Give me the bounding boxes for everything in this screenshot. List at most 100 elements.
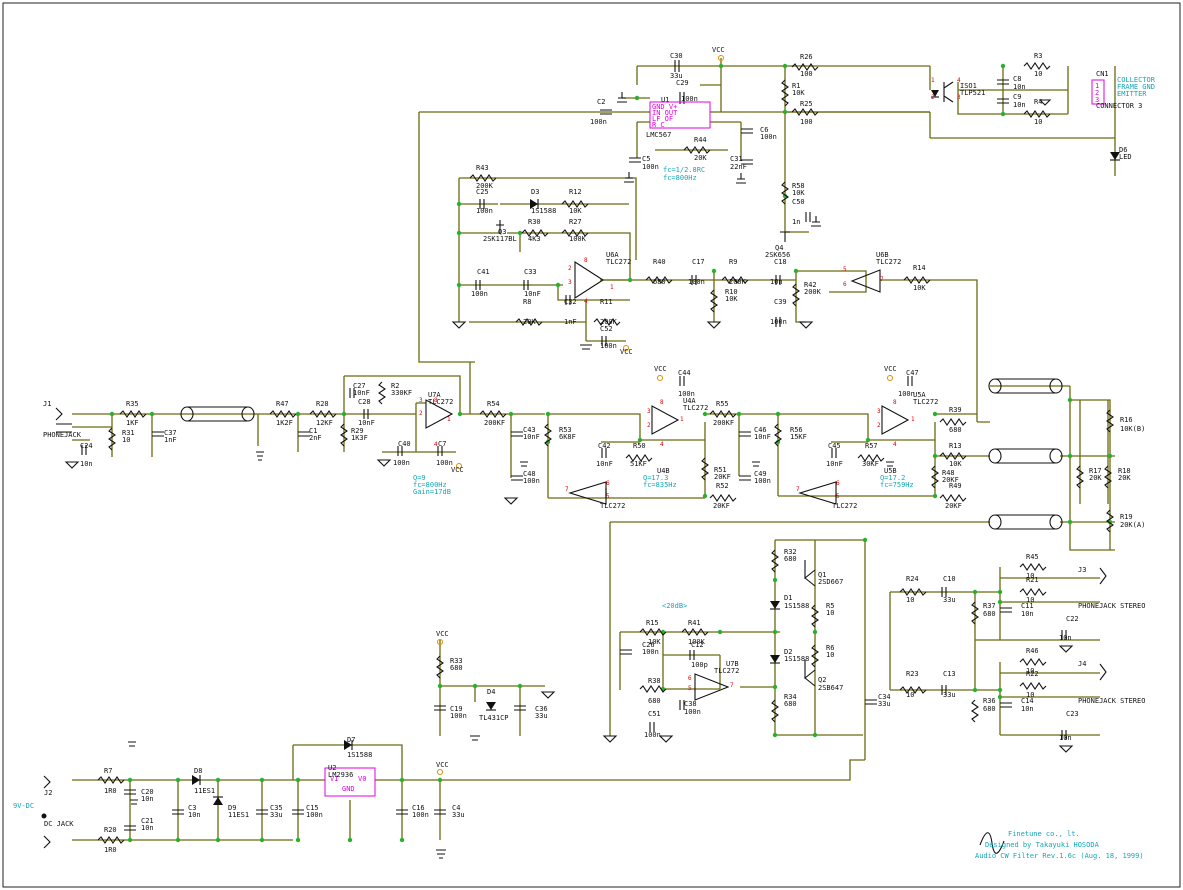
- label-C20v: 10n: [141, 795, 154, 803]
- label-C7v: 100n: [436, 459, 453, 467]
- label-C15: C15: [306, 804, 319, 812]
- label-R3: R3: [1034, 52, 1042, 60]
- label-C19v: 100n: [450, 712, 467, 720]
- shielded-cables: [180, 378, 1063, 530]
- label-C32: C32: [564, 298, 577, 306]
- label-D8v: 11ES1: [194, 787, 215, 795]
- label-C29v: 100n: [681, 95, 698, 103]
- u2-pin-vi: VI: [330, 775, 338, 783]
- label-R45v: 10: [1026, 572, 1034, 580]
- label-R42v: 200K: [804, 288, 822, 296]
- label-R20: R20: [104, 826, 117, 834]
- label-Q4: Q4: [775, 244, 783, 252]
- label-U4A: U4A: [683, 397, 696, 405]
- label-R46: R46: [1026, 647, 1039, 655]
- label-R2: R2: [391, 382, 399, 390]
- label-R51v: 20KF: [714, 473, 731, 481]
- label-R32: R32: [784, 548, 797, 556]
- label-R6v: 10: [826, 651, 834, 659]
- label-U1v: LMC567: [646, 131, 671, 139]
- label-R35: R35: [126, 400, 139, 408]
- u2-pin-gnd: GND: [342, 785, 355, 793]
- label-R22v: 10: [1026, 691, 1034, 699]
- label-R14v: 10K: [913, 284, 926, 292]
- label-C14v: 10n: [1021, 705, 1034, 713]
- label-R36: R36: [983, 697, 996, 705]
- label-R46v: 10: [1026, 667, 1034, 675]
- label-C39v: 100n: [770, 318, 787, 326]
- label-C23: C23: [1066, 710, 1079, 718]
- label-C52v: 100n: [600, 342, 617, 350]
- label-R56v: 15KF: [790, 433, 807, 441]
- label-ISO1v: TLP521: [960, 89, 985, 97]
- label-C48: C48: [523, 470, 536, 478]
- label-D6: D6: [1119, 146, 1127, 154]
- label-CN1: CN1: [1096, 70, 1109, 78]
- label-R51: R51: [714, 466, 727, 474]
- label-fc1: fc=1/2.8RC: [663, 166, 705, 174]
- label-pin1c: 1: [447, 416, 451, 423]
- label-pin5e: 5: [606, 493, 610, 500]
- label-D2: D2: [784, 648, 792, 656]
- label-J3v: PHONEJACK STEREO: [1078, 602, 1145, 610]
- label-pin4i: 4: [957, 77, 961, 84]
- label-VCC6: VCC: [436, 630, 449, 638]
- u1-chip-rows: GND V+ IN OUT LF OF R C: [652, 103, 678, 129]
- label-C42: C42: [598, 442, 611, 450]
- label-C25v: 100n: [476, 207, 493, 215]
- label-R54: R54: [487, 400, 500, 408]
- label-J2v: DC JACK: [44, 820, 74, 828]
- label-R52: R52: [716, 482, 729, 490]
- label-C37v: 1nF: [164, 436, 177, 444]
- label-D1v: 1S1588: [784, 602, 809, 610]
- label-R27v: 100K: [569, 235, 587, 243]
- label-C11: C11: [1021, 602, 1034, 610]
- label-C49: C49: [754, 470, 767, 478]
- label-R42: R42: [804, 281, 817, 289]
- label-R15: R15: [646, 619, 659, 627]
- label-R50: R50: [633, 442, 646, 450]
- label-R17v: 20K: [1089, 474, 1102, 482]
- label-R41v: 100K: [688, 638, 706, 646]
- label-C1v: 2nF: [309, 434, 322, 442]
- label-U5B: U5B: [884, 467, 897, 475]
- chip-outlines: [324, 79, 1105, 797]
- credit-company: Finetune co., lt.: [1008, 830, 1080, 838]
- label-Q2v: 2SB647: [818, 684, 843, 692]
- label-pin3c: 3: [419, 397, 423, 404]
- label-J3: J3: [1078, 566, 1086, 574]
- label-R52v: 20KF: [713, 502, 730, 510]
- label-U6A: U6A: [606, 251, 619, 259]
- label-C26v: 100n: [642, 648, 659, 656]
- label-cn1c: EMITTER: [1117, 90, 1147, 98]
- label-D3: D3: [531, 188, 539, 196]
- label-U6Bv: TLC272: [876, 258, 901, 266]
- label-R34v: 680: [784, 700, 797, 708]
- label-U4Av: TLC272: [683, 404, 708, 412]
- label-C23v: 10n: [1059, 734, 1072, 742]
- label-C5v: 100n: [642, 163, 659, 171]
- label-R21v: 10: [1026, 596, 1034, 604]
- credit-title: Audio CW Filter Rev.1.6c (Aug. 18, 1999): [975, 852, 1144, 860]
- label-R1v: 10K: [792, 89, 805, 97]
- label-C31: C31: [730, 155, 743, 163]
- label-R11: R11: [600, 298, 613, 306]
- label-D3v: 1S1588: [531, 207, 556, 215]
- label-D2v: 1S1588: [784, 655, 809, 663]
- label-R20v: 1R0: [104, 846, 117, 854]
- label-R27: R27: [569, 218, 582, 226]
- label-C17v: 100n: [688, 278, 705, 286]
- label-D9: D9: [228, 804, 236, 812]
- label-pin5b: 5: [843, 266, 847, 273]
- label-pin2c: 2: [419, 410, 423, 417]
- label-R19v: 20K(A): [1120, 521, 1145, 529]
- label-pin7h: 7: [730, 682, 734, 689]
- label-pin6b: 6: [843, 281, 847, 288]
- label-Q1: Q1: [818, 571, 826, 579]
- label-R18v: 20K: [1118, 474, 1131, 482]
- label-C45v: 10nF: [826, 460, 843, 468]
- component-labels: R26100C3033uC29100nVCCC2100nU1LMC567R110…: [13, 46, 1156, 854]
- label-R40v: 680: [653, 278, 666, 286]
- label-C28: C28: [358, 398, 371, 406]
- label-C28v: 10nF: [358, 419, 375, 427]
